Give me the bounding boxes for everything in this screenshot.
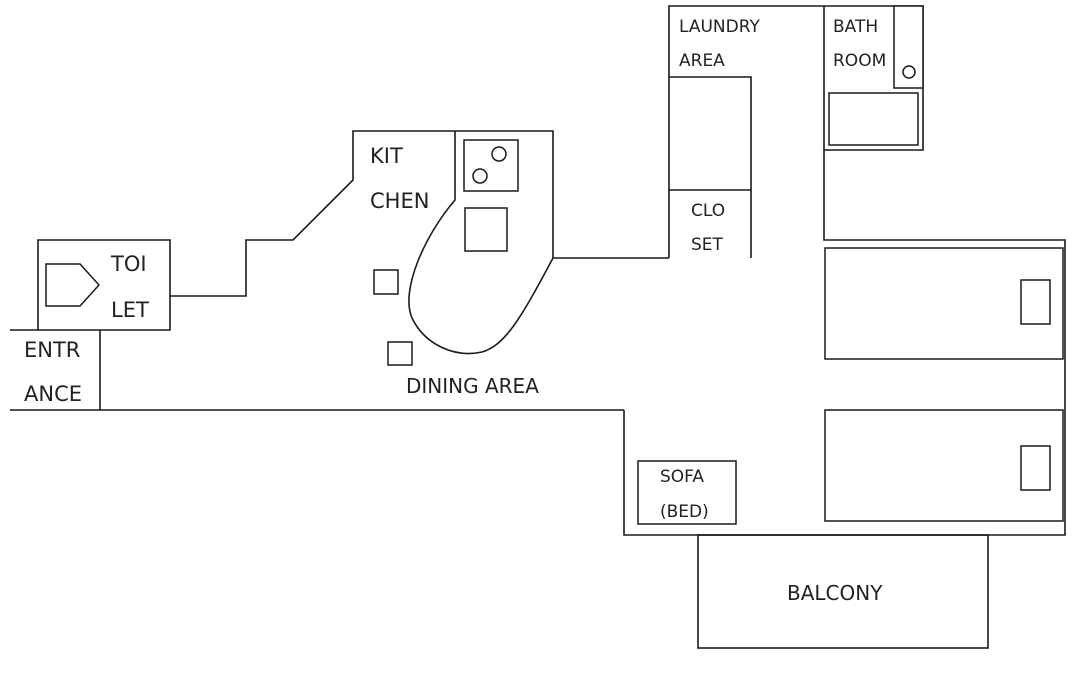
- laundry-label-1: LAUNDRY: [679, 17, 760, 37]
- kitchen-label-2: CHEN: [370, 189, 429, 213]
- closet: [668, 189, 752, 258]
- toilet-bowl-icon: [45, 263, 101, 307]
- bathroom-label-2: ROOM: [833, 51, 886, 71]
- stepped-wall: [170, 130, 453, 297]
- kitchen-label-1: KIT: [370, 144, 403, 168]
- living-area-walls: [623, 150, 1066, 536]
- pillow-icon: [1020, 279, 1051, 325]
- drain-icon: [902, 65, 916, 79]
- laundry-label-2: AREA: [679, 51, 725, 71]
- laundry-area: [668, 76, 752, 190]
- toilet-label-1: TOI: [110, 252, 147, 276]
- dining-area-label: DINING AREA: [406, 374, 539, 398]
- kitchen-counter: [453, 130, 669, 259]
- stove-icon: [463, 139, 519, 192]
- sofa-label-2: (BED): [660, 502, 709, 522]
- pillow-icon: [1020, 445, 1051, 491]
- sofa-label-1: SOFA: [660, 467, 704, 487]
- closet-label-2: SET: [691, 235, 724, 255]
- kitchen-island: [408, 131, 554, 355]
- burner-icon: [472, 168, 488, 184]
- bathtub-icon: [828, 92, 919, 146]
- entrance-label-2: ANCE: [24, 382, 82, 406]
- burner-icon: [491, 146, 507, 162]
- balcony-label: BALCONY: [787, 581, 883, 605]
- chair-icon: [387, 341, 413, 366]
- entrance-label-1: ENTR: [24, 338, 80, 362]
- sofa-icon: [637, 460, 737, 525]
- chair-icon: [373, 269, 399, 295]
- bathroom-label-1: BATH: [833, 17, 878, 37]
- toilet-label-2: LET: [111, 298, 149, 322]
- sink-icon: [464, 207, 508, 252]
- balcony: [697, 534, 989, 649]
- closet-label-1: CLO: [691, 201, 725, 221]
- laundry-top-wall: [668, 5, 895, 77]
- toilet: [37, 239, 171, 331]
